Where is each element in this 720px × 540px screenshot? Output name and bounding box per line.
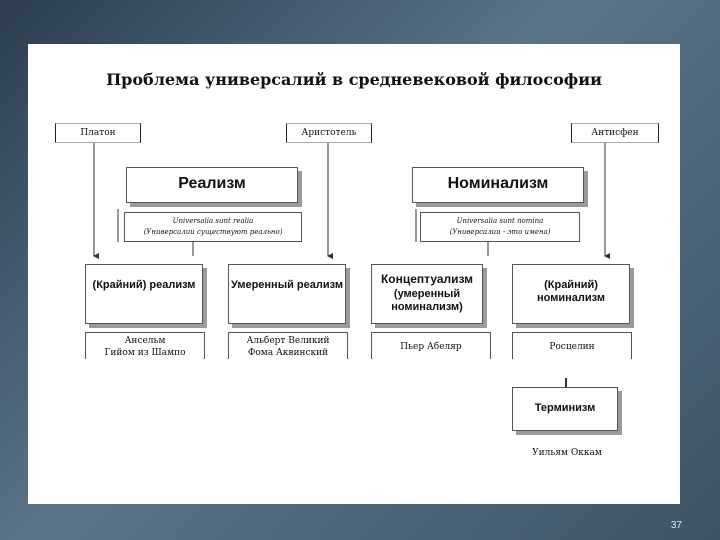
page-number: 37 xyxy=(670,520,682,531)
realism-thesis-box: Universalia sunt realia (Универсалии сущ… xyxy=(124,212,302,242)
realism-label: Реализм xyxy=(178,175,246,192)
rep-roscelin: Росцелин xyxy=(549,342,595,352)
conceptualism-box: Концептуализм (умеренный номинализм) xyxy=(371,264,483,324)
realism-thesis: Universalia sunt realia xyxy=(172,217,254,225)
extreme-realism-label: (Крайний) реализм xyxy=(92,279,196,291)
extreme-nominalism-label: (Крайний) номинализм xyxy=(537,279,605,304)
moderate-realism-label: Умеренный реализм xyxy=(231,279,343,291)
nominalism-thesis: Universalia sunt nomina xyxy=(456,217,544,225)
nominalism-thesis-ru: (Универсалии - это имена) xyxy=(449,228,551,236)
rep-ockham: Уильям Оккам xyxy=(532,448,602,458)
rep-anselm: Ансельм xyxy=(124,336,166,346)
rep-abelard: Пьер Абеляр xyxy=(400,342,462,352)
extreme-nominalism-box: (Крайний) номинализм xyxy=(512,264,630,324)
moderate-realism-box: Умеренный реализм xyxy=(228,264,346,324)
realism-thesis-ru: (Универсалии существуют реально) xyxy=(143,228,283,236)
representatives-moderate-realism: Альберт Великий Фома Аквинский xyxy=(228,332,348,359)
nominalism-box: Номинализм xyxy=(412,167,584,203)
representatives-extreme-nominalism: Росцелин xyxy=(512,332,632,359)
connector-lines xyxy=(93,143,610,387)
terminism-box: Терминизм xyxy=(512,387,618,431)
nominalism-thesis-box: Universalia sunt nomina (Универсалии - э… xyxy=(420,212,580,242)
slide: Проблема универсалий в средневековой фил… xyxy=(28,44,680,504)
representatives-conceptualism: Пьер Абеляр xyxy=(371,332,491,359)
realism-box: Реализм xyxy=(126,167,298,203)
philosopher-antisthenes: Антисфен xyxy=(571,123,659,143)
philosopher-aristotle: Аристотель xyxy=(286,123,372,143)
representatives-extreme-realism: Ансельм Гийом из Шампо xyxy=(85,332,205,359)
nominalism-label: Номинализм xyxy=(447,175,549,192)
rep-guillaume: Гийом из Шампо xyxy=(104,348,186,358)
conceptualism-label: Концептуализм xyxy=(380,272,474,286)
philosopher-plato: Платон xyxy=(55,123,141,143)
rep-albert: Альберт Великий xyxy=(246,336,330,346)
conceptualism-sublabel: (умеренный номинализм) xyxy=(391,288,463,313)
terminism-label: Терминизм xyxy=(534,402,596,414)
diagram-title: Проблема универсалий в средневековой фил… xyxy=(106,70,602,89)
rep-thomas: Фома Аквинский xyxy=(247,348,329,358)
extreme-realism-box: (Крайний) реализм xyxy=(85,264,203,324)
